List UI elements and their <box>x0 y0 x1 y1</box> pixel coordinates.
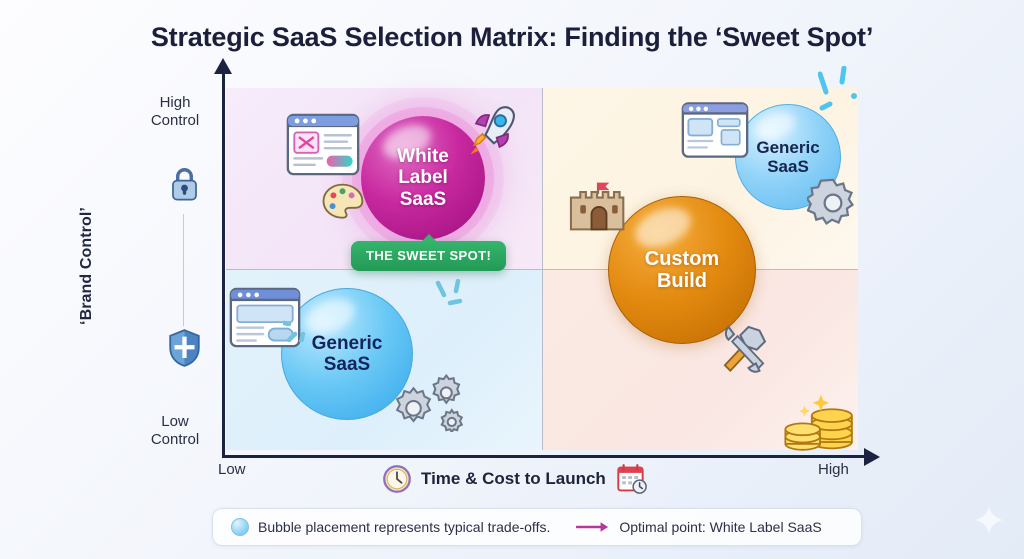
bubble-label-line1: Generic <box>756 137 820 157</box>
bubble-label-line1: White <box>397 146 449 168</box>
sparkle-rays-icon <box>435 279 463 306</box>
quadrant-divider-horizontal <box>226 269 858 270</box>
y-axis-low-label: Low Control <box>140 413 210 448</box>
bubble-generic-saas-bottom-left-label: Generic SaaS <box>312 333 383 376</box>
browser-window-icon <box>229 287 301 348</box>
bubble-custom-build[interactable]: Custom Build <box>608 196 756 344</box>
gear-icon <box>395 373 464 432</box>
bubble-marker-icon <box>231 518 249 536</box>
palette-icon <box>322 183 364 219</box>
bubble-white-label-saas-label: White Label SaaS <box>397 146 449 210</box>
hammer-wrench-icon <box>723 325 767 373</box>
arrow-marker-icon <box>576 522 609 532</box>
coin-stack-icon <box>784 394 853 451</box>
shield-icon <box>169 329 200 367</box>
legend-item-bubble-label: Bubble placement represents typical trad… <box>258 519 551 535</box>
bubble-white-label-saas[interactable]: White Label SaaS <box>361 116 485 240</box>
castle-icon <box>569 182 625 231</box>
x-axis-low-label: Low <box>218 461 246 478</box>
browser-window-icon <box>681 102 749 158</box>
bubble-label-line2: SaaS <box>323 354 371 375</box>
y-axis-high-label: High Control <box>140 94 210 129</box>
rocket-icon <box>470 106 515 155</box>
y-axis-high-label-line1: High <box>159 94 191 111</box>
x-axis-arrow-icon <box>864 448 880 466</box>
y-axis-connector-line <box>183 214 184 326</box>
y-axis-arrow-icon <box>214 58 232 74</box>
y-axis-title: ‘Brand Control’ <box>78 207 95 325</box>
bubble-generic-saas-top-right-label: Generic SaaS <box>756 138 819 176</box>
sparkle-rays-icon <box>818 66 857 111</box>
bubble-label-line2: Build <box>656 270 707 292</box>
legend-item-optimal: Optimal point: White Label SaaS <box>576 519 822 535</box>
browser-window-icon <box>286 113 360 176</box>
bubble-label-line3: SaaS <box>399 188 447 210</box>
legend-item-optimal-label: Optimal point: White Label SaaS <box>619 519 822 535</box>
y-axis-high-label-line2: Control <box>150 111 200 129</box>
x-axis-line <box>222 455 870 458</box>
x-axis-title: Time & Cost to Launch <box>382 463 649 495</box>
y-axis-low-label-line1: Low <box>161 413 189 430</box>
sparkle-rays-icon <box>283 320 306 342</box>
gear-icon <box>807 178 855 225</box>
bubble-label-line2: SaaS <box>767 157 809 176</box>
bubble-label-line1: Generic <box>311 332 383 354</box>
sweet-spot-badge: THE SWEET SPOT! <box>351 234 507 271</box>
bubble-custom-build-label: Custom Build <box>645 248 719 293</box>
bubble-label-line1: Custom <box>644 247 720 270</box>
x-axis-title-text: Time & Cost to Launch <box>421 469 606 488</box>
bubble-label-line2: Label <box>398 167 448 189</box>
clock-icon <box>383 465 411 493</box>
x-axis-high-label: High <box>818 461 849 478</box>
y-axis-low-label-line2: Control <box>150 430 200 448</box>
chart-legend: Bubble placement represents typical trad… <box>212 508 862 546</box>
y-axis-line <box>222 72 225 457</box>
calendar-clock-icon <box>617 464 647 494</box>
page-title: Strategic SaaS Selection Matrix: Finding… <box>150 22 874 52</box>
sparkle-star-icon <box>975 504 1003 536</box>
bubble-generic-saas-bottom-left[interactable]: Generic SaaS <box>281 288 413 420</box>
lock-icon <box>172 168 197 201</box>
legend-item-bubble: Bubble placement represents typical trad… <box>231 518 550 536</box>
